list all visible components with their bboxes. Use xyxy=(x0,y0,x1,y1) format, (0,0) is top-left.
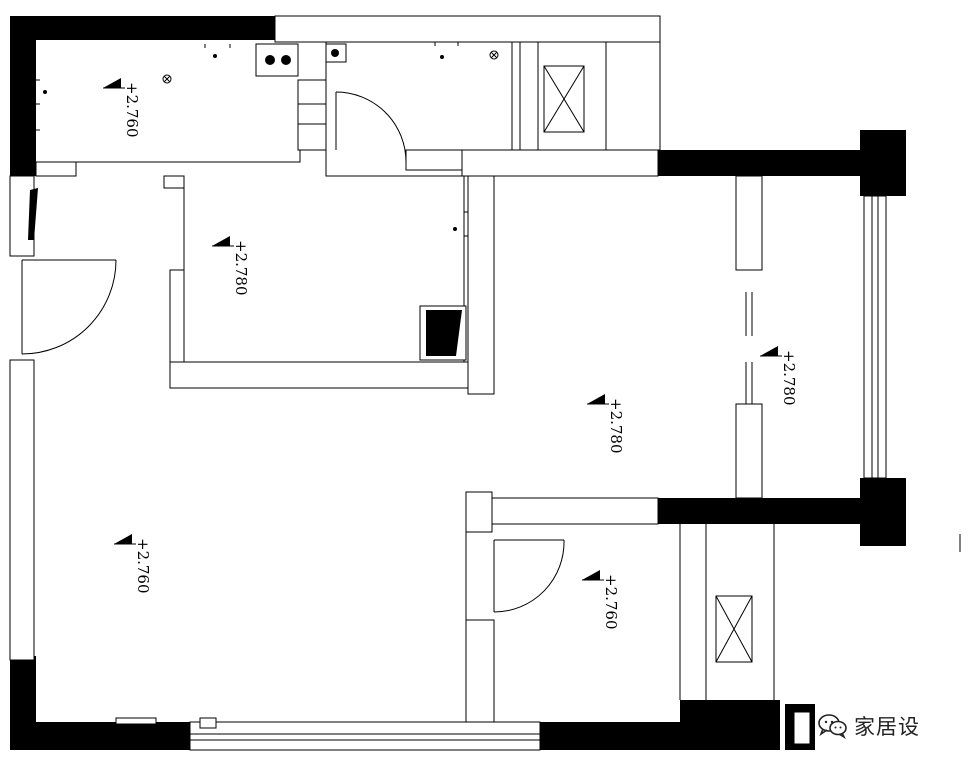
kitchen-fixtures xyxy=(36,42,499,237)
bottom-middle-wall xyxy=(540,722,680,750)
left-middle-wall xyxy=(9,359,35,661)
wechat-icon xyxy=(818,714,847,739)
kitchen-shelf xyxy=(297,79,327,151)
level-label: +2.780 xyxy=(780,350,798,406)
living-top-partition xyxy=(461,149,659,177)
bottom-right-wall xyxy=(680,700,780,750)
balcony-window xyxy=(863,195,887,479)
socket-icon xyxy=(213,54,217,58)
bottom-left-wall xyxy=(10,722,190,750)
upper-right-column xyxy=(860,130,906,196)
level-triangle-icon xyxy=(587,394,605,404)
outline-walls xyxy=(9,15,763,751)
level-marker-living: +2.780 xyxy=(587,394,625,454)
sink-drain-icon xyxy=(331,49,339,57)
left-window-glass-icon xyxy=(28,188,38,240)
socket-icon xyxy=(453,227,457,231)
bathroom-right-wall xyxy=(467,175,495,395)
left-upper-wall xyxy=(10,16,36,176)
top-right-pier xyxy=(605,41,661,151)
level-marker-bedroom: +2.760 xyxy=(582,570,620,630)
watermark-text: 家居设 xyxy=(854,715,920,739)
level-triangle-icon xyxy=(582,570,600,580)
socket-icon xyxy=(43,90,47,94)
level-triangle-icon xyxy=(103,78,121,88)
balcony-lower-pier xyxy=(735,403,763,499)
lower-right-column xyxy=(860,478,906,546)
bottom-window-wall xyxy=(189,721,541,751)
level-marker-balcony: +2.780 xyxy=(760,346,798,406)
wall-shelf xyxy=(115,717,157,725)
ceiling-light-icon xyxy=(489,50,499,60)
level-label: +2.760 xyxy=(134,538,152,594)
kitchen-door-frame xyxy=(405,149,463,171)
level-marker-dining: +2.760 xyxy=(114,534,152,594)
solid-walls xyxy=(10,16,906,750)
kitchen-bottom-line xyxy=(36,149,462,177)
top-left-wall xyxy=(10,16,275,40)
entry-door-swing xyxy=(21,259,117,355)
level-triangle-icon xyxy=(760,346,778,356)
doors xyxy=(21,79,753,613)
balcony-upper-pier xyxy=(735,175,763,271)
bedroom-door-swing xyxy=(493,539,565,613)
watermark: 家居设 xyxy=(818,712,920,740)
bedroom-top-wall xyxy=(491,497,659,525)
bathroom-bottom-wall xyxy=(169,361,469,389)
bathroom-corner-block xyxy=(163,175,185,189)
stove-burner-icon xyxy=(281,55,291,65)
vent-shafts xyxy=(511,42,753,663)
wall-vent-icon xyxy=(199,717,217,729)
bedroom-left-wall xyxy=(465,619,495,723)
level-label: +2.780 xyxy=(607,398,625,454)
bathroom-left-stub xyxy=(169,269,185,363)
shower-drain-icon xyxy=(426,310,462,356)
top-right-wall xyxy=(274,15,661,43)
level-triangle-icon xyxy=(212,236,230,246)
stove xyxy=(255,43,299,77)
stove-burner-icon xyxy=(265,55,275,65)
kitchen-ledge xyxy=(35,161,77,177)
living-lower-wall xyxy=(658,498,868,524)
socket-icon xyxy=(440,55,444,59)
living-upper-wall xyxy=(658,150,868,176)
bedroom-corner-pier xyxy=(465,491,493,533)
windows xyxy=(9,175,887,745)
ceiling-light-icon xyxy=(162,74,172,84)
level-label: +2.760 xyxy=(602,574,620,630)
level-label: +2.780 xyxy=(232,240,250,296)
level-label: +2.760 xyxy=(123,82,141,138)
level-triangle-icon xyxy=(114,534,132,544)
level-marker-kitchen: +2.760 xyxy=(103,78,141,138)
bathroom-fixture xyxy=(115,305,467,729)
kitchen-door-swing xyxy=(335,91,407,163)
level-marker-bathroom: +2.780 xyxy=(212,236,250,296)
corner-window xyxy=(793,711,811,745)
